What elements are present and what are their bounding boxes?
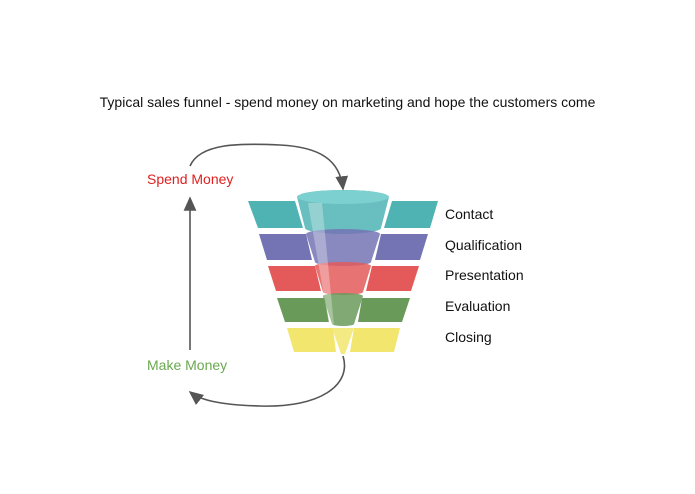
contact-band-right: [384, 201, 438, 228]
make-money-label: Make Money: [147, 357, 228, 373]
spend-money-label: Spend Money: [147, 171, 234, 187]
evaluation-band-right: [358, 298, 410, 322]
diagram-title: Typical sales funnel - spend money on ma…: [99, 94, 596, 110]
evaluation-cone: [323, 293, 363, 326]
qualification-band-right: [375, 234, 428, 260]
closing-cone: [332, 328, 354, 354]
funnel-to-make-arrow: [188, 355, 346, 407]
contact-cone-rim: [297, 190, 389, 204]
spend-to-funnel-arrow: [189, 143, 349, 191]
presentation-cone: [315, 262, 371, 295]
closing-band-right: [350, 328, 400, 352]
stage-label-evaluation: Evaluation: [445, 298, 511, 314]
contact-band-left: [248, 201, 303, 228]
stage-label-qualification: Qualification: [445, 237, 523, 253]
presentation-band-left: [268, 266, 321, 291]
qualification-cone: [306, 229, 380, 266]
stage-label-closing: Closing: [445, 329, 492, 345]
stage-label-presentation: Presentation: [445, 267, 524, 283]
evaluation-band-left: [277, 298, 329, 322]
stage-label-contact: Contact: [445, 206, 494, 222]
qualification-band-left: [259, 234, 312, 260]
presentation-band-right: [366, 266, 419, 291]
funnel-highlight: [308, 203, 334, 325]
closing-band-left: [287, 328, 336, 352]
